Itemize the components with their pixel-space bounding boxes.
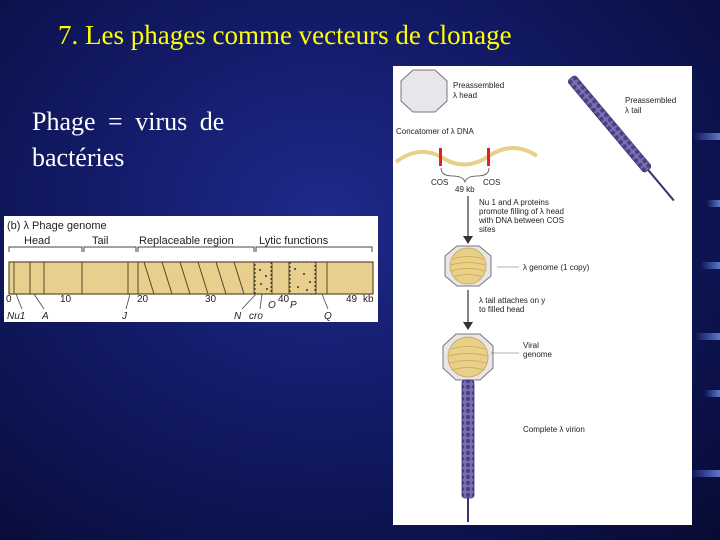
scale-tick: 49 — [346, 294, 358, 305]
body-line: bactéries — [32, 140, 282, 176]
gene-label: O — [268, 300, 276, 311]
slide-body: Phage = virus de bactéries — [32, 104, 282, 176]
gene-label: J — [121, 311, 128, 322]
gene-label: P — [290, 300, 297, 311]
complete-virion-label: Complete λ virion — [523, 425, 585, 434]
scale-tick: 0 — [6, 294, 12, 305]
decor-stripe — [694, 333, 720, 340]
virion-diagram: Preassembled λ head Preassembled λ tail … — [393, 66, 692, 525]
viral-genome-label: Viral — [523, 341, 539, 350]
scale-unit: kb — [363, 294, 374, 305]
scale-tick: 10 — [60, 294, 72, 305]
genome-caption: (b) λ Phage genome — [7, 220, 107, 232]
tail-label: λ tail — [625, 106, 642, 115]
step-text: promote filling of λ head — [479, 207, 564, 216]
cos-cut-mark — [487, 148, 490, 166]
genome-copy-label: λ genome (1 copy) — [523, 263, 590, 272]
decor-stripe — [706, 200, 720, 207]
step-text: with DNA between COS — [478, 216, 564, 225]
step-text: to filled head — [479, 305, 524, 314]
arrow-down-icon — [463, 236, 473, 244]
concatomer-dna — [396, 148, 537, 165]
decor-stripe — [690, 470, 720, 477]
arrow-down-icon — [463, 322, 473, 330]
scale-tick: 20 — [137, 294, 149, 305]
genome-bar — [9, 262, 373, 294]
viral-genome-label: genome — [523, 350, 552, 359]
genome-figure: (b) λ Phage genome Head Tail Replaceable… — [4, 216, 378, 322]
region-brackets — [9, 247, 372, 252]
gene-label: Q — [324, 311, 332, 322]
length-label: 49 kb — [455, 185, 475, 194]
genome-diagram: (b) λ Phage genome Head Tail Replaceable… — [4, 216, 378, 322]
decor-stripe — [692, 133, 720, 140]
region-label: Replaceable region — [139, 235, 234, 247]
virion-assembly-figure: Preassembled λ head Preassembled λ tail … — [393, 66, 692, 525]
region-label: Lytic functions — [259, 235, 329, 247]
scale-tick: 40 — [278, 294, 290, 305]
gene-label: A — [41, 311, 49, 322]
cos-cut-mark — [439, 148, 442, 166]
region-label: Head — [24, 235, 50, 247]
slide-title: 7. Les phages comme vecteurs de clonage — [58, 20, 512, 51]
preassembled-tail-icon — [567, 75, 678, 204]
gene-label: Nu1 — [7, 311, 25, 322]
preassembled-head-icon — [401, 70, 447, 112]
tail-label: Preassembled — [625, 96, 676, 105]
step-text: Nu 1 and A proteins — [479, 198, 549, 207]
viral-genome-icon — [448, 337, 488, 377]
virion-tail-icon — [462, 380, 474, 498]
cos-label: COS — [431, 178, 448, 187]
gene-label: cro — [249, 311, 263, 322]
step-text: λ tail attaches on y — [479, 296, 545, 305]
cos-label: COS — [483, 178, 500, 187]
decor-stripe — [704, 390, 720, 397]
scale-tick: 30 — [205, 294, 217, 305]
gene-label: N — [234, 311, 242, 322]
region-label: Tail — [92, 235, 109, 247]
concatomer-label: Concatomer of λ DNA — [396, 127, 474, 136]
head-label: Preassembled — [453, 81, 504, 90]
step-text: sites — [479, 225, 495, 234]
head-label: λ head — [453, 91, 477, 100]
dna-coil-icon — [450, 248, 486, 284]
decor-stripe — [700, 262, 720, 269]
body-line: Phage = virus de — [32, 104, 282, 140]
